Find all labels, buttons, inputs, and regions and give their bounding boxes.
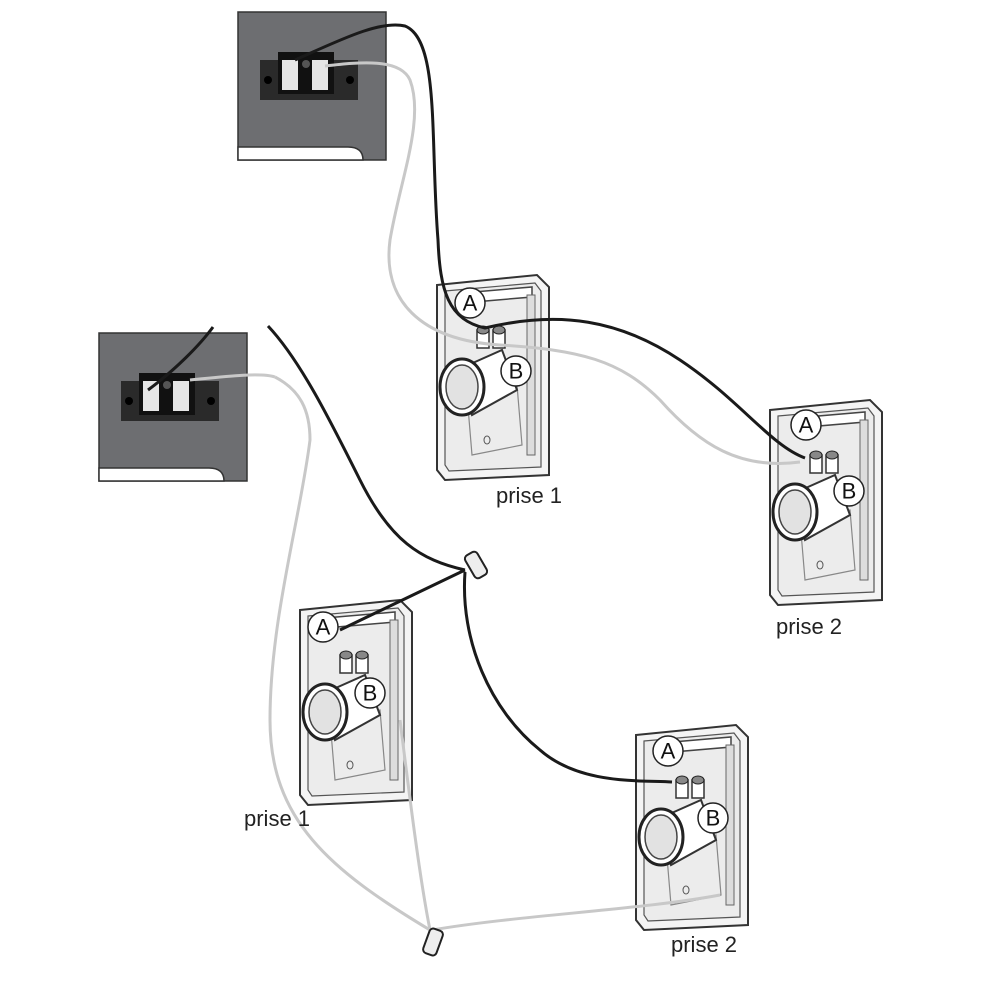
grey-wire-bottom-lead: [189, 373, 276, 382]
terminal-b-marker: B: [833, 475, 865, 507]
inlet-label: prise 1: [496, 483, 562, 508]
control-panel-bottom: [98, 332, 248, 482]
terminal-b-marker: B: [500, 355, 532, 387]
inlet-top-1: [435, 273, 551, 482]
inlet-label: prise 2: [776, 614, 842, 639]
svg-text:A: A: [661, 739, 676, 764]
svg-text:B: B: [706, 806, 721, 831]
svg-text:A: A: [316, 615, 331, 640]
svg-text:A: A: [463, 291, 478, 316]
terminal-b-marker: B: [697, 802, 729, 834]
black-wire-bottom-lead: [147, 326, 215, 392]
svg-text:B: B: [842, 479, 857, 504]
inlet-top-2: [768, 398, 884, 607]
terminal-b-marker: B: [354, 677, 386, 709]
black-wire-bottom: [266, 324, 673, 784]
terminal-a-marker: A: [652, 735, 684, 767]
svg-text:B: B: [363, 681, 378, 706]
wire-nut-grey: [422, 927, 444, 957]
grey-wire-bottom: [268, 375, 721, 932]
terminal-a-marker: A: [454, 287, 486, 319]
terminal-a-marker: A: [790, 409, 822, 441]
terminal-a-marker: A: [307, 611, 339, 643]
svg-text:A: A: [799, 413, 814, 438]
inlet-label: prise 2: [671, 932, 737, 957]
black-wire-top: [294, 23, 806, 460]
control-panel-top: [237, 11, 387, 161]
svg-text:B: B: [509, 359, 524, 384]
grey-wire-top: [324, 61, 801, 465]
inlet-label: prise 1: [244, 806, 310, 831]
wire-nut-black: [463, 550, 489, 580]
